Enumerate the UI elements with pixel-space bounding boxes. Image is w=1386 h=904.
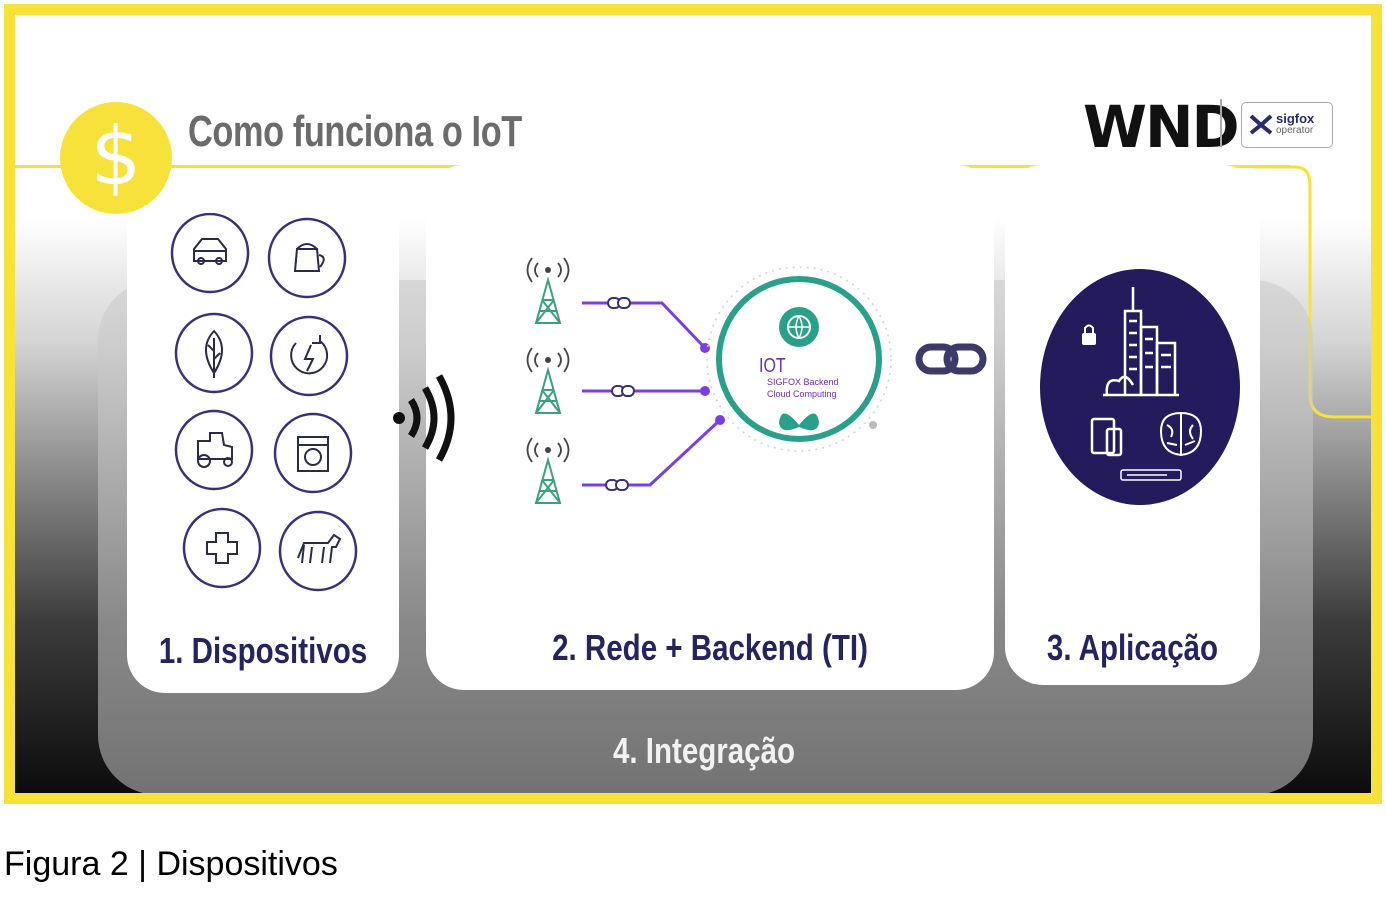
washing-machine-icon <box>273 412 353 494</box>
lock-icon <box>1082 333 1096 345</box>
integration-label: 4. Integração <box>612 730 796 771</box>
iot-line1: SIGFOX Backend <box>767 377 839 387</box>
slide-frame: 1. Dispositivos 2. Rede + Backend (TI) 3… <box>4 4 1382 804</box>
application-label: 3. Aplicação <box>1046 627 1219 668</box>
iot-title: IOT <box>759 355 786 377</box>
city-buildings-icon <box>1103 287 1179 397</box>
kettle-icon <box>267 217 347 299</box>
figure-caption: Figura 2 | Dispositivos <box>4 845 338 883</box>
iot-line2: Cloud Computing <box>767 389 837 399</box>
energy-icon <box>269 315 349 397</box>
application-circle <box>1040 269 1240 505</box>
server-icon <box>1120 469 1182 481</box>
badge-line1: sigfox <box>1276 111 1315 126</box>
dollar-symbol: $ <box>90 110 142 203</box>
antenna-icon <box>534 366 562 414</box>
iot-cloud-circle <box>706 266 892 452</box>
slide-title: Como funciona o IoT <box>188 107 522 156</box>
car-icon <box>170 213 250 294</box>
dog-icon <box>278 510 358 592</box>
antenna-icon <box>534 276 562 324</box>
antenna-network <box>526 257 725 504</box>
brain-icon <box>1159 411 1203 457</box>
devices-label: 1. Dispositivos <box>158 630 368 671</box>
yellow-bracket-line <box>1255 165 1371 419</box>
chain-link-icon <box>915 343 987 375</box>
logo-divider <box>1220 99 1222 147</box>
sigfox-badge: sigfox operator <box>1241 102 1333 148</box>
devices-icon <box>1090 417 1123 457</box>
network-label: 2. Rede + Backend (TI) <box>552 627 868 668</box>
slide-canvas: 1. Dispositivos 2. Rede + Backend (TI) 3… <box>15 15 1371 793</box>
wireless-signal-icon <box>393 374 455 462</box>
leaf-icon <box>174 312 254 394</box>
badge-line2: operator <box>1276 125 1314 136</box>
device-icons-grid <box>170 213 358 592</box>
wnd-logo: WND <box>1083 93 1240 161</box>
antenna-icon <box>534 456 562 504</box>
butterfly-icon <box>779 413 819 431</box>
dollar-icon: $ <box>60 102 172 214</box>
health-cross-icon <box>182 507 262 589</box>
sigfox-icon <box>1249 114 1273 135</box>
tractor-icon <box>174 409 254 491</box>
